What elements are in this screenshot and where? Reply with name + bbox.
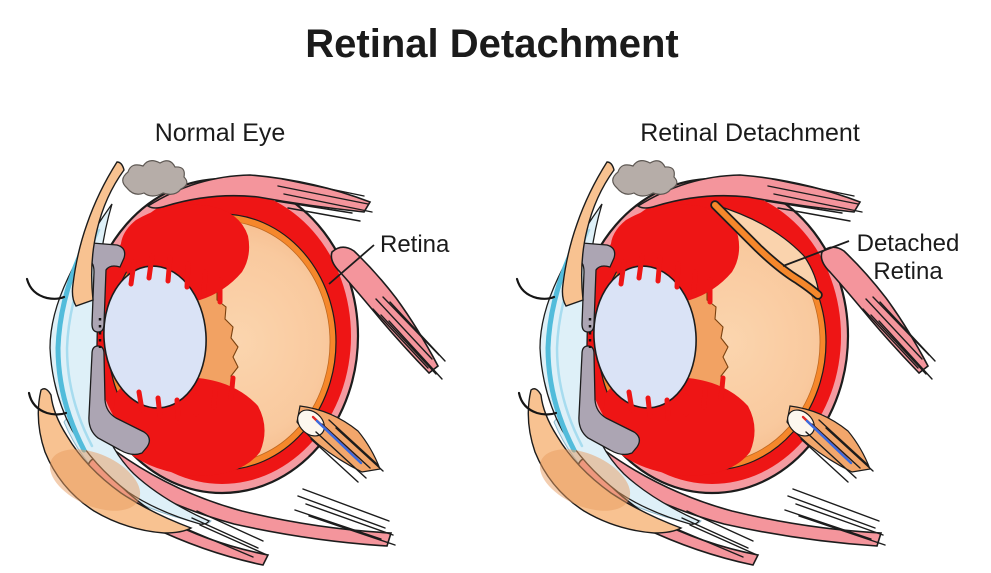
normal-eye-illustration (27, 161, 445, 565)
retina-leader-line (328, 244, 375, 285)
retina-annotation: Retina (380, 231, 450, 258)
detached-eye-illustration (517, 161, 935, 565)
detached-retina-annotation-line1: Detached (857, 230, 960, 257)
page-title: Retinal Detachment (305, 22, 678, 66)
detached-retina-leader-line (782, 240, 850, 267)
normal-eye-panel: Normal Eye Retina (27, 119, 450, 565)
detached-eye-panel: Retinal Detachment Detached Retina (517, 119, 959, 565)
normal-eye-label: Normal Eye (155, 119, 286, 147)
detached-retina-band (712, 202, 821, 298)
retinal-detachment-label: Retinal Detachment (640, 119, 860, 147)
detached-retina-annotation-line2: Retina (873, 258, 943, 285)
